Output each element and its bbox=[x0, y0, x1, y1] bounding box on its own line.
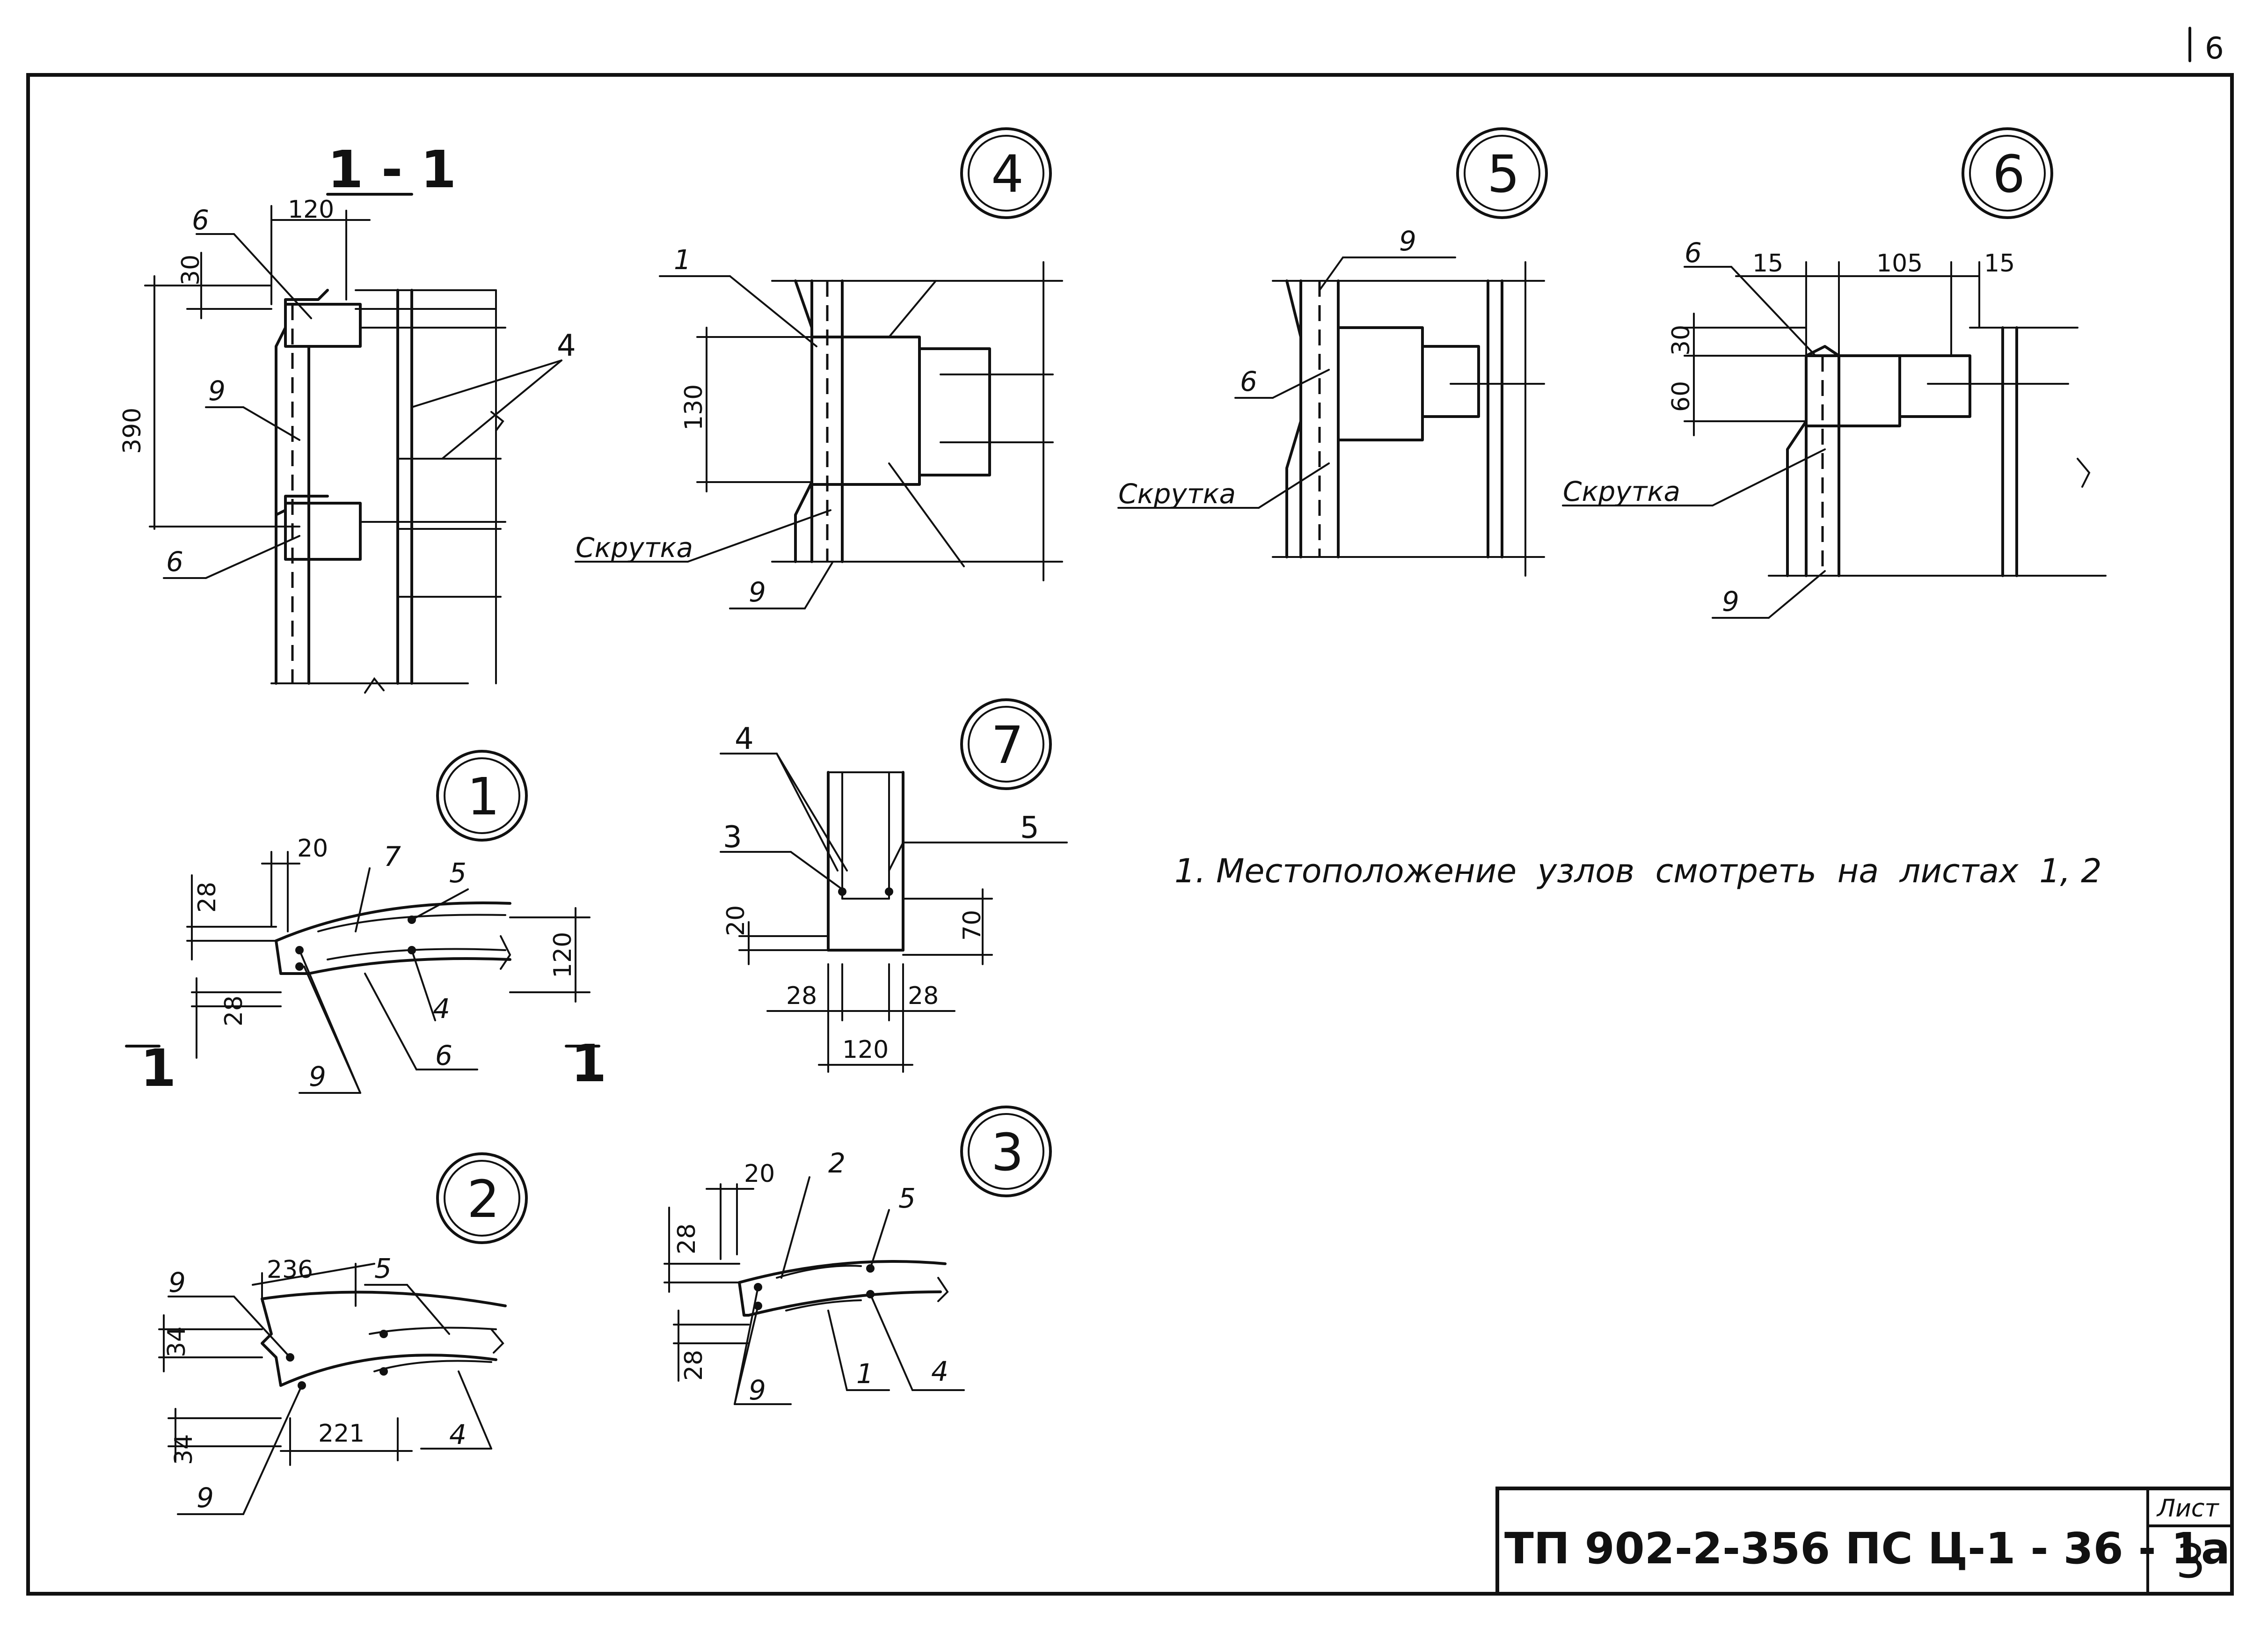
detail1-label-9: 9 bbox=[309, 1061, 326, 1092]
section-label-6-top: 6 bbox=[192, 204, 209, 236]
section-label-4: 4 bbox=[557, 329, 576, 363]
detail7-label-3: 3 bbox=[723, 820, 742, 855]
sheet-label: Лист bbox=[2156, 1494, 2219, 1523]
section-dim-120: 120 bbox=[288, 196, 334, 224]
detail6-label-6: 6 bbox=[1685, 237, 1702, 269]
detail3-label-2: 2 bbox=[828, 1147, 846, 1179]
note-text: 1. Местоположение узлов смотреть на лист… bbox=[1174, 852, 2102, 890]
detail5-badge: 5 bbox=[1487, 144, 1520, 204]
title-code: ТП 902-2-356 ПС Ц-1 - 36 - 1а bbox=[1504, 1524, 2230, 1574]
detail6-badge: 6 bbox=[1992, 144, 2025, 204]
detail1-label-6: 6 bbox=[435, 1040, 452, 1071]
detail1-dim-120: 120 bbox=[549, 932, 577, 978]
detail7-label-4: 4 bbox=[735, 722, 754, 756]
detail5-label-6: 6 bbox=[1240, 366, 1257, 397]
section-1-1: 1 - 1 120 30 390 bbox=[118, 139, 576, 694]
section-label-6-bottom: 6 bbox=[166, 546, 183, 578]
detail1-label-4: 4 bbox=[433, 993, 450, 1025]
detail1-dim-28-bottom: 28 bbox=[220, 996, 248, 1026]
detail1-badge: 1 bbox=[467, 767, 500, 827]
detail-3: 3 20 28 28 2 5 9 1 bbox=[664, 1106, 1052, 1406]
detail-1: 1 20 28 28 120 7 5 4 6 bbox=[125, 750, 607, 1098]
detail7-dim-28-left: 28 bbox=[786, 982, 817, 1010]
detail3-badge: 3 bbox=[991, 1122, 1024, 1182]
detail6-label-9: 9 bbox=[1722, 586, 1739, 617]
section-label-9: 9 bbox=[208, 375, 226, 407]
detail7-dim-120: 120 bbox=[842, 1036, 889, 1064]
detail4-label-9: 9 bbox=[749, 576, 766, 608]
detail6-dim-105: 105 bbox=[1876, 249, 1923, 278]
detail1-cut-left: 1 bbox=[140, 1038, 176, 1098]
section-dim-390: 390 bbox=[118, 408, 146, 454]
detail4-dim-130: 130 bbox=[680, 384, 708, 431]
title-block: ТП 902-2-356 ПС Ц-1 - 36 - 1а Лист 3 bbox=[1495, 1487, 2234, 1596]
detail6-dim-15-right: 15 bbox=[1984, 249, 2015, 278]
detail6-dim-60: 60 bbox=[1667, 381, 1695, 412]
detail2-dim-34-bottom: 34 bbox=[170, 1434, 198, 1465]
detail7-dim-28-right: 28 bbox=[908, 982, 939, 1010]
detail3-label-4: 4 bbox=[931, 1355, 948, 1387]
detail3-label-9: 9 bbox=[749, 1374, 766, 1406]
detail2-label-9-bottom: 9 bbox=[197, 1482, 214, 1514]
detail1-dim-20: 20 bbox=[297, 835, 328, 863]
detail-7: 7 4 3 5 20 70 28 28 120 bbox=[720, 698, 1068, 1073]
detail2-label-9-top: 9 bbox=[168, 1267, 186, 1298]
detail2-dim-236: 236 bbox=[267, 1256, 313, 1284]
drawing-frame bbox=[26, 73, 2234, 1596]
detail3-label-1: 1 bbox=[856, 1358, 874, 1390]
page-number: 6 bbox=[2205, 31, 2224, 66]
detail1-dim-28-top: 28 bbox=[193, 882, 221, 913]
detail2-label-5: 5 bbox=[374, 1253, 392, 1284]
detail7-dim-20: 20 bbox=[722, 905, 750, 936]
detail-2: 2 236 34 34 221 9 5 9 bbox=[158, 1152, 528, 1515]
detail6-twist: Скрутка bbox=[1563, 476, 1680, 507]
detail3-dim-28-bottom: 28 bbox=[680, 1350, 708, 1381]
detail3-dim-20: 20 bbox=[744, 1160, 775, 1188]
detail2-dim-221: 221 bbox=[318, 1420, 365, 1448]
detail1-label-5: 5 bbox=[449, 857, 467, 889]
detail-6: 6 15 105 15 30 60 6 Скрутка bbox=[1562, 127, 2107, 619]
section-title: 1 - 1 bbox=[328, 139, 456, 199]
detail2-label-4: 4 bbox=[449, 1419, 467, 1451]
detail5-twist: Скрутка bbox=[1118, 478, 1236, 510]
detail2-dim-34-top: 34 bbox=[163, 1326, 191, 1357]
detail6-dim-30: 30 bbox=[1667, 325, 1695, 356]
sheet-number: 3 bbox=[2176, 1534, 2206, 1589]
detail4-label-1: 1 bbox=[674, 244, 691, 276]
detail-5: 5 9 6 Скрутка bbox=[1117, 127, 1548, 577]
detail-4: 4 130 1 Скрутка 9 bbox=[575, 127, 1063, 609]
detail7-badge: 7 bbox=[991, 715, 1024, 775]
detail6-dim-15-left: 15 bbox=[1752, 249, 1783, 278]
detail5-label-9: 9 bbox=[1399, 225, 1416, 257]
detail7-label-5: 5 bbox=[1020, 811, 1039, 845]
detail2-badge: 2 bbox=[467, 1169, 500, 1229]
section-dim-30: 30 bbox=[177, 255, 205, 286]
detail3-label-5: 5 bbox=[898, 1182, 916, 1214]
detail4-badge: 4 bbox=[991, 144, 1024, 204]
detail1-label-7: 7 bbox=[384, 841, 401, 872]
detail1-cut-right: 1 bbox=[571, 1033, 607, 1093]
detail7-dim-70: 70 bbox=[958, 910, 986, 941]
detail4-twist: Скрутка bbox=[576, 532, 693, 564]
detail3-dim-28-top: 28 bbox=[673, 1223, 701, 1254]
